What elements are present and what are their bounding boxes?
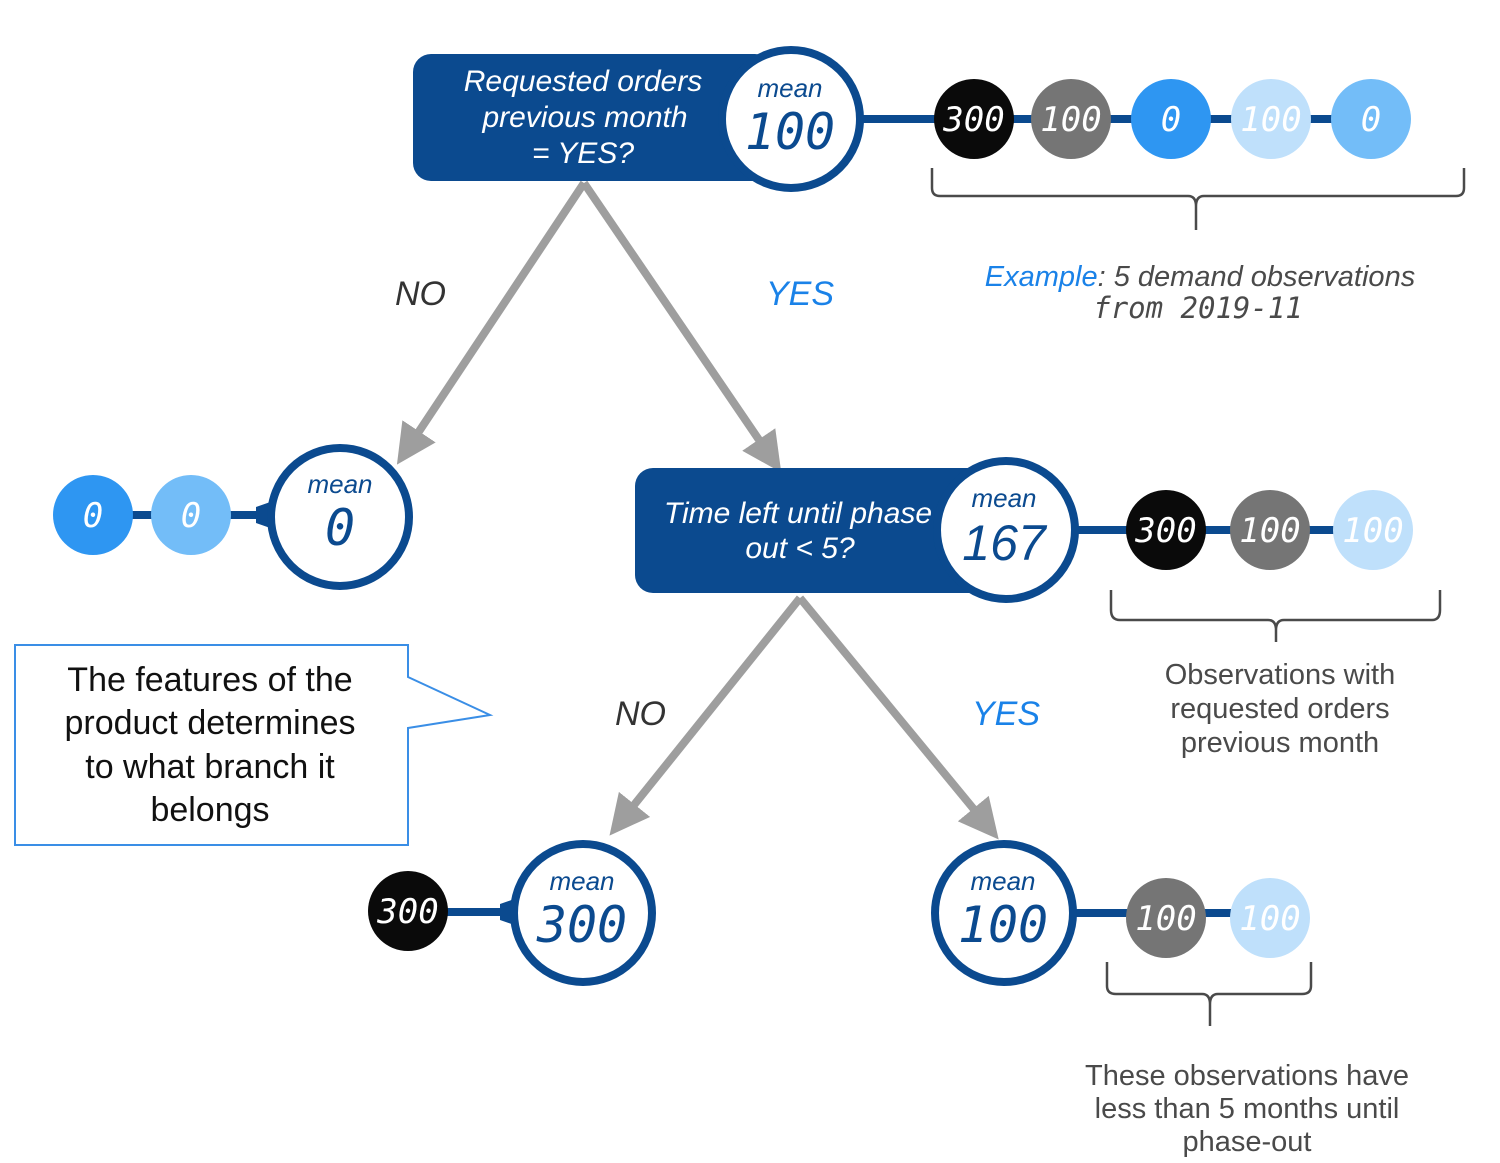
split2-annotation-line-2: requested orders — [1170, 693, 1389, 725]
callout-line-3: to what branch it — [85, 748, 335, 786]
example-annotation-line-2: from 2019-11 — [1093, 291, 1303, 325]
observation-dot — [1126, 878, 1206, 958]
split2-obs-bracket — [1109, 590, 1442, 642]
leaf-split2-yes-mean-label: mean — [970, 866, 1035, 896]
root-mean-value: 100 — [745, 103, 835, 161]
arrow-split2-yes — [796, 595, 999, 840]
arrow-root-yes — [580, 180, 782, 473]
observation-dot — [1126, 490, 1206, 570]
arrow-root-no — [396, 180, 588, 465]
example-highlight: Example — [985, 261, 1098, 293]
leaf-split2-no-mean-label: mean — [549, 866, 614, 896]
root-mean-circle — [718, 46, 864, 192]
leaf-root-no-mean-label: mean — [307, 469, 372, 499]
callout-shape — [14, 644, 494, 846]
observation-value: 100 — [1040, 100, 1101, 140]
split2-mean-value: 167 — [962, 515, 1048, 571]
observation-dot — [368, 871, 448, 951]
split2-annotation-line-3: previous month — [1181, 727, 1379, 759]
observation-dot — [1131, 79, 1211, 159]
observation-dot — [1230, 878, 1310, 958]
leaf-root-no-mean-circle — [267, 444, 413, 590]
leaf-annotation-line-1: These observations have — [1085, 1060, 1409, 1092]
split2-mean-label: mean — [971, 483, 1036, 513]
root-question-line-3: = YES? — [532, 137, 634, 170]
observation-dot — [1333, 490, 1413, 570]
callout-line-1: The features of the — [67, 661, 352, 699]
observation-dot — [53, 475, 133, 555]
root-obs-bracket — [930, 168, 1466, 230]
root-question-line-1: Requested orders — [464, 65, 702, 98]
observation-dot — [1031, 79, 1111, 159]
observation-value: 0 — [1161, 100, 1181, 140]
leaf-obs-bracket — [1105, 962, 1313, 1026]
observation-dot — [934, 79, 1014, 159]
leaf-split2-yes-mean-value: 100 — [958, 896, 1048, 954]
split2-observations: 300 100 100 — [1126, 490, 1413, 570]
leaf-split2-yes: mean 100 100 100 — [931, 840, 1310, 986]
split2-mean-circle — [933, 457, 1079, 603]
observation-value: 300 — [376, 892, 438, 932]
leaf-split2-yes-mean-circle — [931, 840, 1077, 986]
leaf-split2-yes-observations: 100 100 — [1126, 878, 1310, 958]
branch-label-root-yes: YES — [766, 275, 834, 313]
leaf-split2-no-mean-value: 300 — [536, 896, 627, 954]
leaf-annotation-line-3: phase-out — [1183, 1126, 1312, 1158]
observation-value: 100 — [1342, 511, 1403, 551]
observation-value: 100 — [1135, 899, 1196, 939]
leaf-root-no-mean-value: 0 — [325, 499, 355, 557]
root-node: Requested orders previous month = YES? m… — [413, 46, 1411, 192]
branch-label-root-no: NO — [395, 275, 446, 313]
example-annotation-line-1: Example: 5 demand observations — [985, 261, 1415, 293]
observation-dot — [1230, 490, 1310, 570]
observation-value: 0 — [1361, 100, 1381, 140]
observation-value: 100 — [1239, 511, 1300, 551]
observation-value: 0 — [181, 496, 201, 536]
observation-value: 300 — [1134, 511, 1196, 551]
split2-question-box — [635, 468, 990, 593]
split2-node: Time left until phase out < 5? mean 167 … — [635, 457, 1413, 603]
branch-arrows — [396, 180, 999, 840]
leaf-split2-no-observations: 300 — [368, 871, 448, 951]
split2-question-line-2: out < 5? — [745, 532, 855, 565]
root-question-line-2: previous month — [481, 101, 687, 134]
observation-value: 0 — [83, 496, 103, 536]
leaf-split2-no-mean-circle — [510, 840, 656, 986]
callout-line-2: product determines — [64, 704, 355, 742]
observation-value: 300 — [942, 100, 1004, 140]
arrow-split2-no — [609, 595, 804, 836]
example-rest: : 5 demand observations — [1098, 261, 1416, 293]
observation-dot — [151, 475, 231, 555]
observation-value: 100 — [1239, 899, 1300, 939]
observation-dot — [1231, 79, 1311, 159]
root-question-box — [413, 54, 773, 181]
root-mean-label: mean — [757, 73, 822, 103]
callout-box: The features of the product determines t… — [14, 644, 494, 846]
callout-line-4: belongs — [150, 791, 269, 829]
split2-question-line-1: Time left until phase — [664, 497, 932, 530]
branch-label-split2-no: NO — [615, 695, 666, 733]
root-observations: 300 100 0 100 0 — [934, 79, 1411, 159]
split2-annotation-line-1: Observations with — [1165, 659, 1396, 691]
observation-dot — [1331, 79, 1411, 159]
leaf-split2-no: mean 300 300 — [368, 840, 656, 986]
observation-value: 100 — [1240, 100, 1301, 140]
branch-label-split2-yes: YES — [972, 695, 1040, 733]
leaf-annotation-line-2: less than 5 months until — [1095, 1093, 1400, 1125]
